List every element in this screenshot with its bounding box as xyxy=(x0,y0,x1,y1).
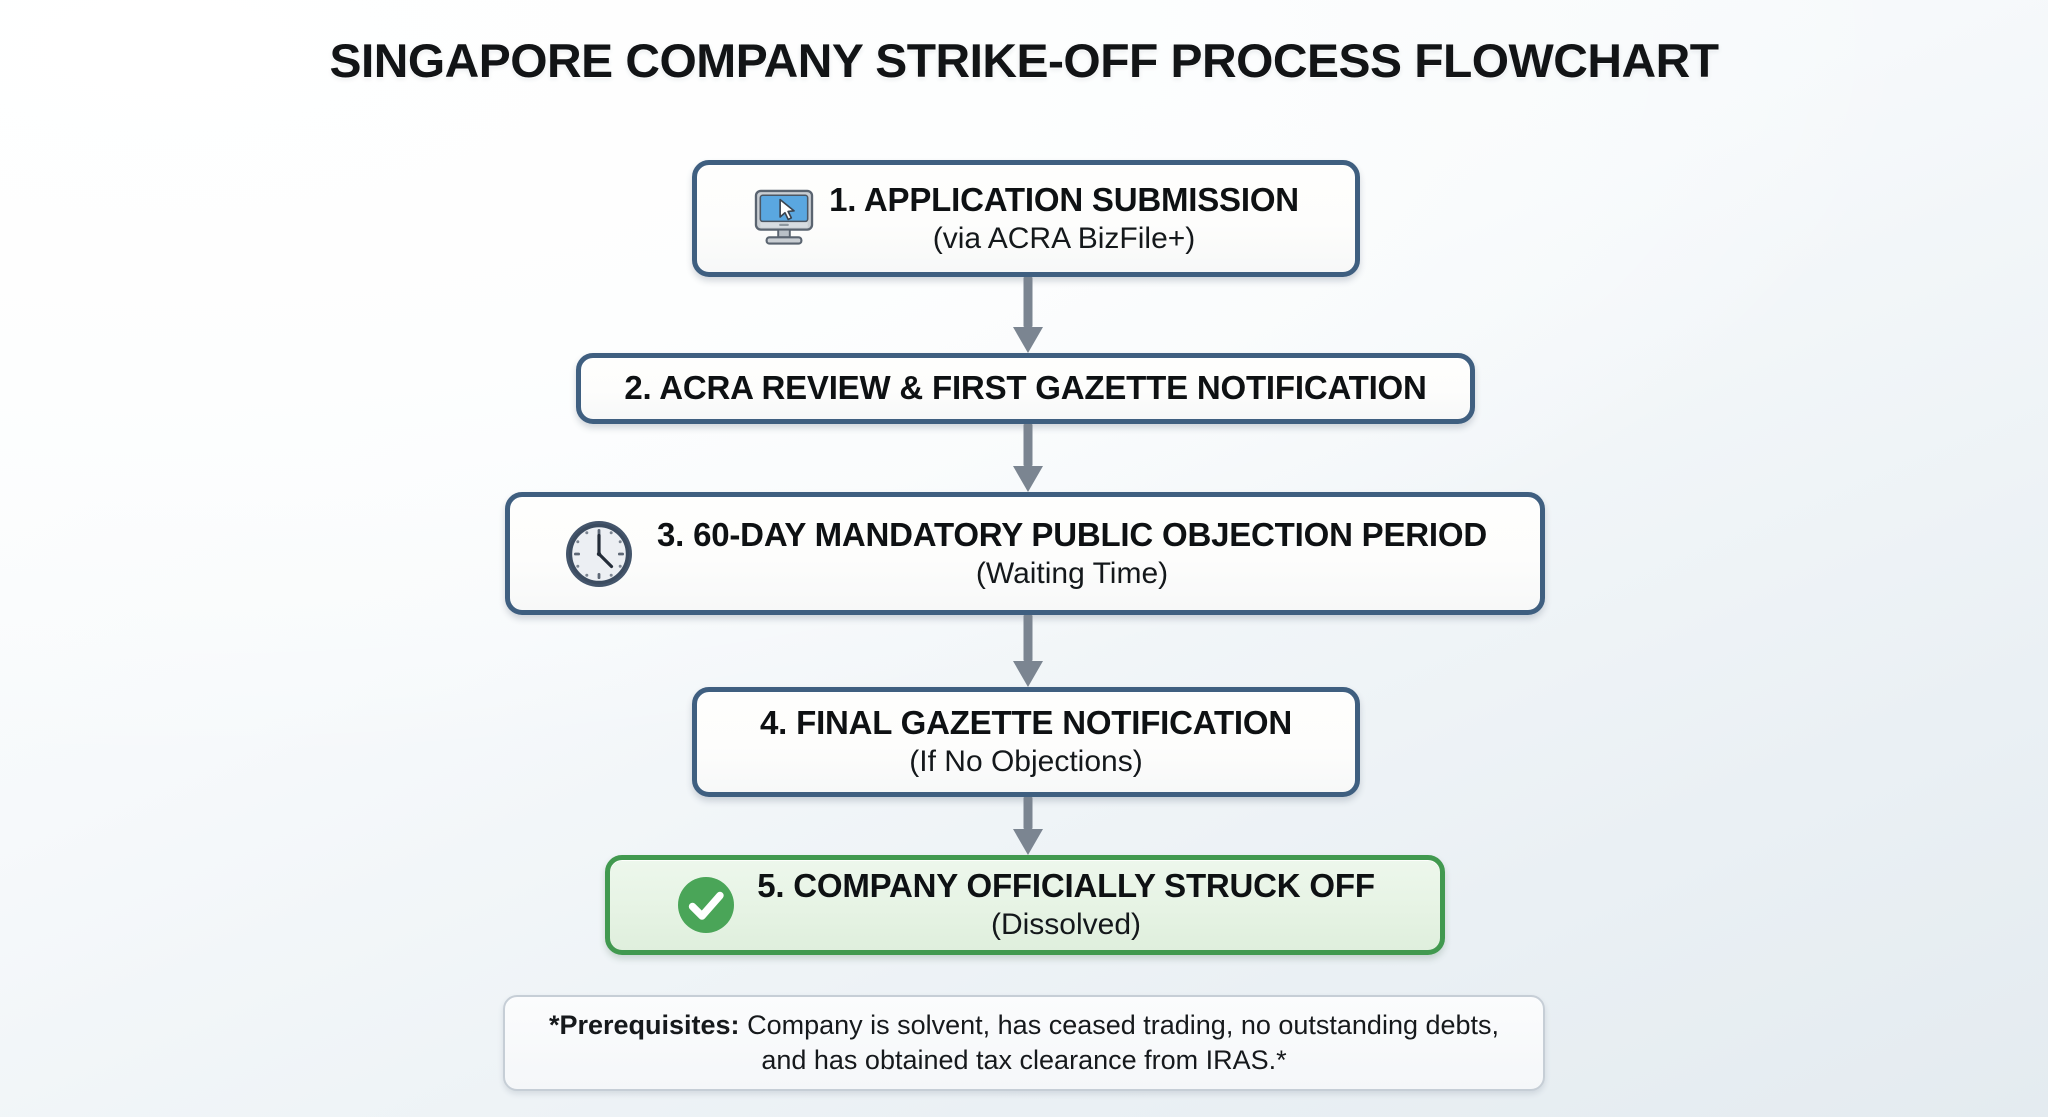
arrow-shaft xyxy=(1023,424,1033,466)
arrow-head xyxy=(1013,661,1043,687)
arrow-head xyxy=(1013,466,1043,492)
clock-icon xyxy=(566,520,632,587)
connector-arrow-4-5 xyxy=(1008,797,1048,855)
flow-node-title: 2. ACRA REVIEW & FIRST GAZETTE NOTIFICAT… xyxy=(624,369,1427,407)
flow-node-title: 5. COMPANY OFFICIALLY STRUCK OFF xyxy=(757,867,1375,905)
page-title: SINGAPORE COMPANY STRIKE-OFF PROCESS FLO… xyxy=(329,34,1719,87)
prerequisites-body: Company is solvent, has ceased trading, … xyxy=(739,1010,1500,1075)
flow-node-step-2[interactable]: 2. ACRA REVIEW & FIRST GAZETTE NOTIFICAT… xyxy=(576,353,1475,424)
flow-node-title: 3. 60-DAY MANDATORY PUBLIC OBJECTION PER… xyxy=(657,515,1487,553)
flow-node-step-4[interactable]: 4. FINAL GAZETTE NOTIFICATION (If No Obj… xyxy=(692,687,1360,797)
connector-arrow-3-4 xyxy=(1008,615,1048,687)
prerequisites-note: *Prerequisites: Company is solvent, has … xyxy=(503,995,1545,1091)
flow-node-title: 1. APPLICATION SUBMISSION xyxy=(829,180,1299,218)
flow-node-subtitle: (Dissolved) xyxy=(990,908,1142,942)
check-circle-icon xyxy=(678,876,735,933)
arrow-shaft xyxy=(1023,615,1033,661)
desktop-monitor-cursor-icon xyxy=(754,190,814,246)
connector-arrow-2-3 xyxy=(1008,424,1048,492)
flow-node-step-1[interactable]: 1. APPLICATION SUBMISSION (via ACRA BizF… xyxy=(692,160,1360,277)
arrow-head xyxy=(1013,829,1043,855)
prerequisites-label: *Prerequisites: xyxy=(548,1010,740,1041)
flow-node-subtitle: (via ACRA BizFile+) xyxy=(932,221,1196,255)
arrow-head xyxy=(1013,327,1043,353)
flow-node-step-3[interactable]: 3. 60-DAY MANDATORY PUBLIC OBJECTION PER… xyxy=(505,492,1545,615)
flow-node-subtitle: (If No Objections) xyxy=(909,745,1143,779)
flow-node-subtitle: (Waiting Time) xyxy=(975,556,1169,590)
arrow-shaft xyxy=(1023,277,1033,327)
flow-node-step-5[interactable]: 5. COMPANY OFFICIALLY STRUCK OFF (Dissol… xyxy=(605,855,1445,955)
arrow-shaft xyxy=(1023,797,1033,829)
connector-arrow-1-2 xyxy=(1008,277,1048,353)
flow-node-title: 4. FINAL GAZETTE NOTIFICATION xyxy=(760,704,1292,742)
